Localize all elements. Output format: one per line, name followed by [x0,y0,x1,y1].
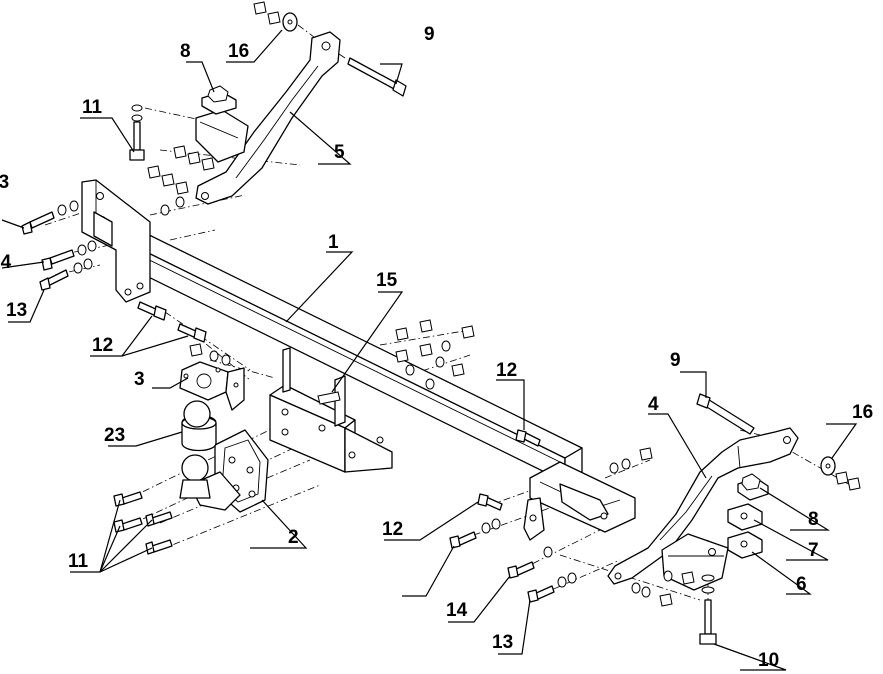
label-long-bolt-left: 9 [424,24,435,45]
right-side-arm [607,427,799,591]
leader-lines [1,29,858,671]
label-bracket-15: 15 [376,270,398,291]
washer-16-left [253,1,298,32]
label-bolt-12-right: 12 [382,519,403,540]
label-socket-bracket: 3 [134,369,145,390]
spacer-6 [727,531,763,559]
nut-plate-left [201,85,237,115]
nut-plate-right [737,473,769,501]
bolt-10 [699,574,717,645]
washer-16-right [820,456,861,491]
label-bolt-13-left: 13 [6,300,27,321]
socket-bracket [179,361,245,411]
label-ball-holder: 2 [288,527,299,548]
label-bolt-14-left: 14 [0,252,12,273]
label-bolt-14-lower: 14 [446,600,468,621]
part-number-labels: 1 2 3 4 5 6 7 8 8 9 9 10 11 11 12 12 12 … [0,24,873,671]
left-side-arm [195,31,341,205]
label-tow-ball: 23 [104,425,125,446]
label-bolt-13-lower: 13 [492,632,513,653]
cross-bar [81,179,636,541]
spacer-7 [727,503,763,531]
label-bolt-10: 10 [758,650,779,671]
label-left-side-arm: 5 [334,142,345,163]
tow-ball [179,400,217,499]
label-nut-plate-right: 8 [808,509,819,530]
label-washer-16-right: 16 [852,402,873,423]
label-bolt-12-mid: 12 [496,360,517,381]
long-bolt-right [696,393,755,435]
label-bolt-11-group: 11 [68,551,89,572]
label-spacer-7: 7 [808,540,819,561]
fasteners [21,104,695,607]
label-right-side-arm: 4 [648,394,659,415]
label-bolt-11-top: 11 [82,97,103,118]
label-long-bolt-right: 9 [670,350,681,371]
label-washer-16-left: 16 [228,41,249,62]
label-bolt-13-edge: 13 [0,172,9,193]
label-spacer-6: 6 [796,574,807,595]
center-bracket [269,347,393,473]
label-bolt-12-left: 12 [92,335,113,356]
label-nut-plate-left: 8 [180,41,191,62]
label-cross-bar: 1 [328,232,339,253]
